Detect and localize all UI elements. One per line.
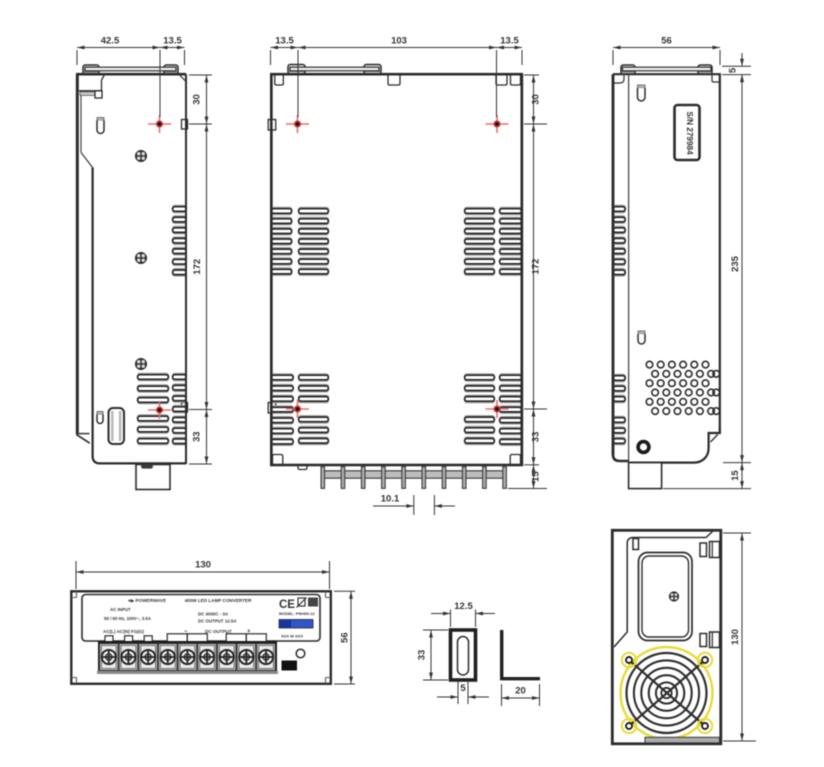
svg-text:15: 15 — [531, 471, 542, 482]
svg-text:15: 15 — [730, 470, 741, 481]
svg-text:AC INPUT: AC INPUT — [110, 607, 131, 612]
svg-text:30: 30 — [531, 94, 542, 105]
svg-text:130: 130 — [730, 629, 741, 645]
svg-text:+: + — [247, 629, 251, 635]
svg-text:12.5: 12.5 — [454, 601, 473, 612]
svg-text:13.5: 13.5 — [275, 36, 294, 47]
svg-text:400W LED LAMP CONVERTER: 400W LED LAMP CONVERTER — [185, 598, 252, 603]
svg-text:33: 33 — [417, 650, 428, 661]
svg-text:DC 4000C - 3A: DC 4000C - 3A — [198, 612, 229, 617]
svg-text:235: 235 — [730, 255, 741, 272]
svg-text:30: 30 — [192, 94, 203, 105]
svg-text:CE: CE — [279, 599, 295, 611]
svg-text:42.5: 42.5 — [101, 36, 120, 47]
svg-text:56: 56 — [661, 36, 672, 47]
svg-text:33: 33 — [192, 431, 203, 442]
svg-text:DC OUTPUT: DC OUTPUT — [205, 629, 232, 634]
svg-text:MODEL: PW400-12: MODEL: PW400-12 — [279, 611, 316, 616]
svg-text:56: 56 — [340, 632, 351, 643]
svg-text:AC(L) AC(N) FG(G): AC(L) AC(N) FG(G) — [103, 629, 144, 634]
svg-text:20: 20 — [515, 686, 526, 697]
svg-text:33: 33 — [531, 432, 542, 443]
svg-text:5: 5 — [460, 683, 466, 694]
svg-text:172: 172 — [531, 259, 542, 275]
svg-text:50 / 60 Hz, 100V~, 3.5A: 50 / 60 Hz, 100V~, 3.5A — [104, 616, 152, 621]
svg-text:130: 130 — [195, 560, 211, 571]
svg-text:−: − — [184, 629, 188, 635]
svg-text:172: 172 — [192, 259, 203, 275]
svg-text:13.5: 13.5 — [500, 36, 519, 47]
svg-text:103: 103 — [391, 36, 407, 47]
svg-text:5: 5 — [728, 67, 739, 73]
svg-text:DC OUTPUT 12.5A: DC OUTPUT 12.5A — [198, 619, 237, 624]
svg-text:13.5: 13.5 — [163, 36, 182, 47]
svg-text:10.1: 10.1 — [381, 494, 400, 505]
svg-text:S/N 279984: S/N 279984 — [685, 111, 694, 155]
svg-text:●▶ POWERWAVE: ●▶ POWERWAVE — [128, 598, 166, 603]
svg-text:XXX W XXX: XXX W XXX — [281, 634, 303, 639]
